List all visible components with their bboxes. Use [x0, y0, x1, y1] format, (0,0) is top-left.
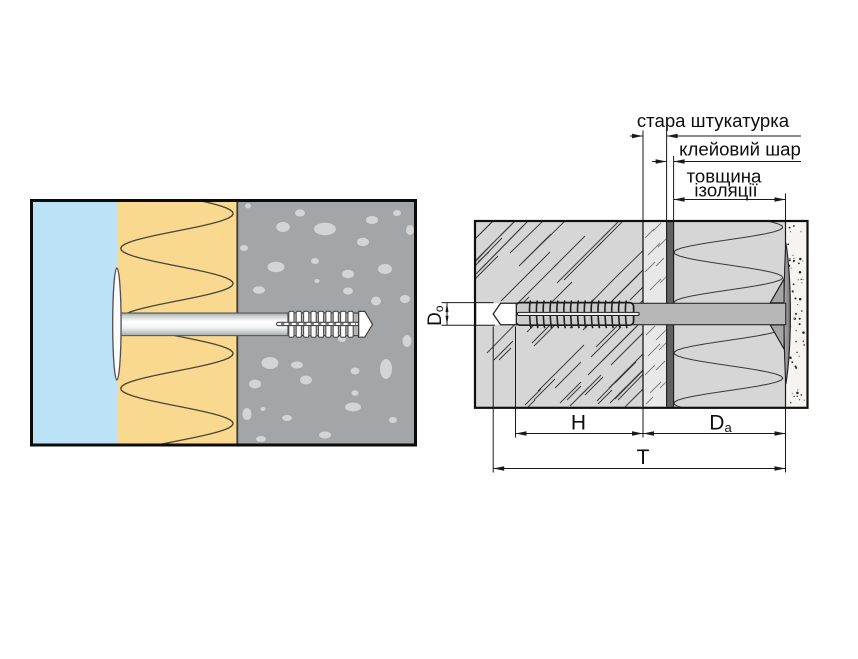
- svg-text:стара штукатурка: стара штукатурка: [637, 110, 790, 131]
- svg-text:товщина: товщина: [687, 166, 762, 187]
- svg-text:ізоляції: ізоляції: [694, 180, 757, 201]
- svg-text:H: H: [571, 412, 586, 435]
- svg-text:клейовий шар: клейовий шар: [679, 139, 801, 160]
- svg-text:T: T: [637, 446, 650, 469]
